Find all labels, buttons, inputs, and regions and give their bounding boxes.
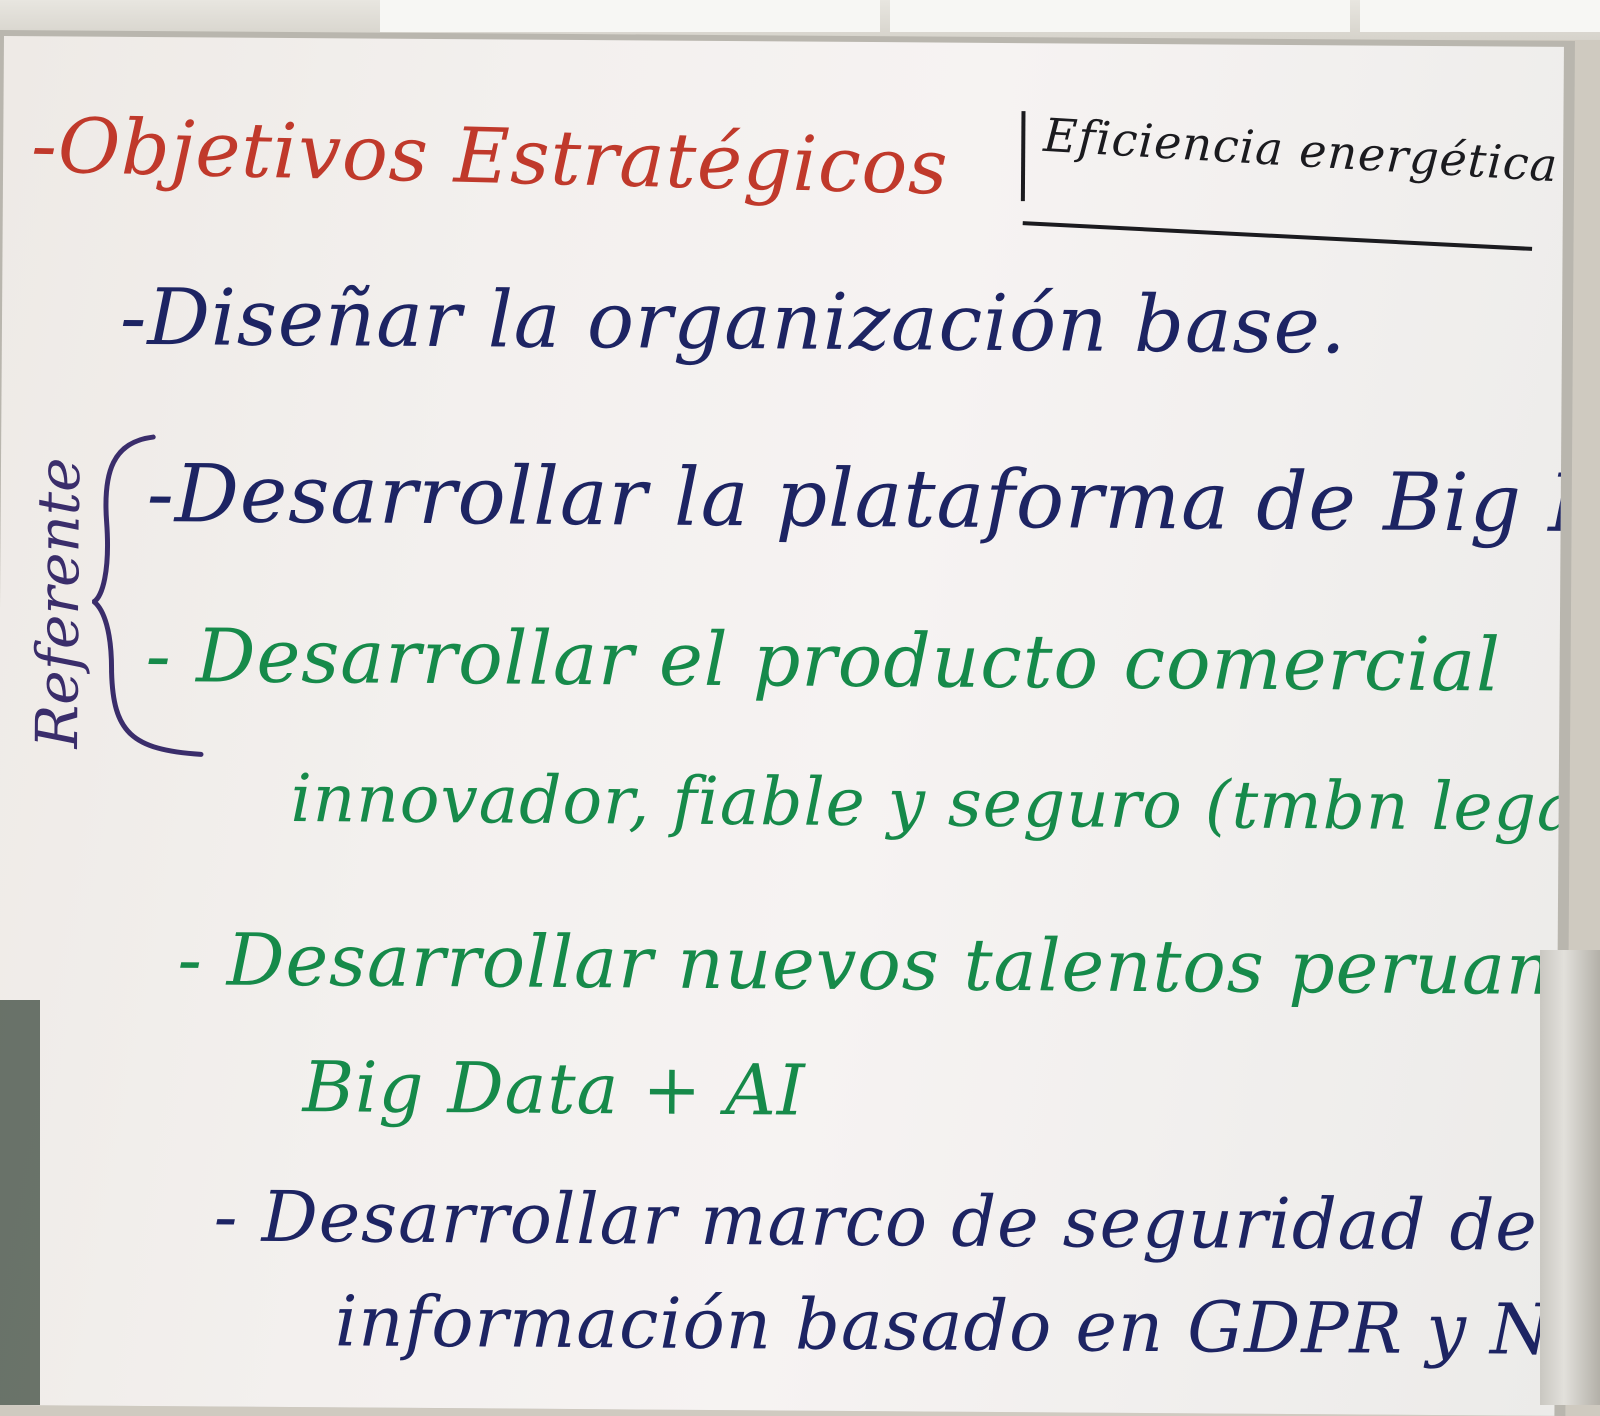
corner-note: Eficiencia energética xyxy=(1042,107,1560,193)
corner-note-bracket xyxy=(1020,111,1026,202)
easel-post xyxy=(1540,950,1600,1405)
curly-brace xyxy=(90,434,204,757)
whiteboard: -Objetivos Estratégicos Eficiencia energ… xyxy=(0,36,1564,1416)
window-pane xyxy=(1360,0,1600,32)
objective-3-line-1: - Desarrollar el producto comercial xyxy=(145,613,1502,709)
objective-5-line-1: - Desarrollar marco de seguridad de la xyxy=(213,1175,1564,1268)
window-pane xyxy=(890,0,1350,32)
board-title: -Objetivos Estratégicos xyxy=(30,100,950,212)
objective-3-line-2: innovador, fiable y seguro (tmbn legalme… xyxy=(290,760,1564,848)
corner-note-underline xyxy=(1022,221,1533,251)
objective-1: -Diseñar la organización base. xyxy=(119,272,1347,372)
background-shadow xyxy=(0,1000,40,1405)
objective-4-line-2: Big Data + AI xyxy=(302,1046,806,1132)
objective-2: -Desarrollar la plataforma de Big Data +… xyxy=(146,447,1564,553)
objective-4-line-1: - Desarrollar nuevos talentos peruanos e… xyxy=(177,917,1564,1012)
side-label: Referente xyxy=(23,457,94,749)
objective-5-line-2: información basado en GDPR y NIST xyxy=(334,1280,1564,1372)
window-pane xyxy=(380,0,880,32)
